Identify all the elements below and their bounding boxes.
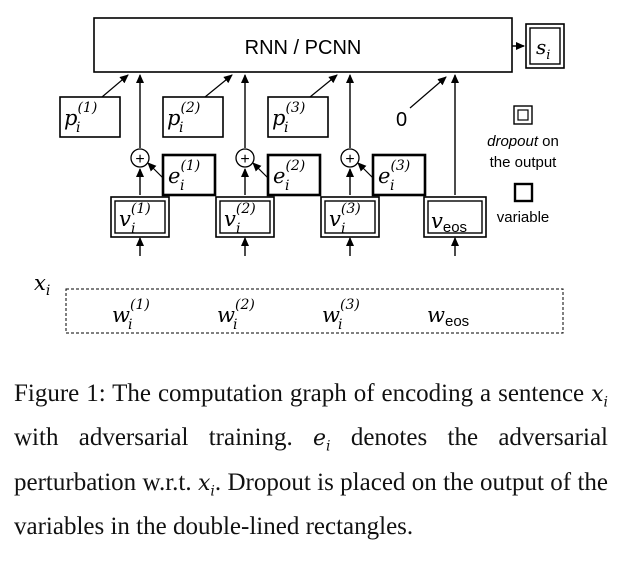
zero-label: 0 [396, 109, 407, 131]
legend-single-square [513, 182, 534, 203]
legend-variable-label: variable [497, 209, 550, 226]
legend: dropout on the output variable [487, 105, 559, 226]
position-1: p(1)i + e(1)i v(1)i w(1)i [59, 74, 217, 333]
computation-graph-diagram: RNN / PCNN si p(1)i + e(1)i v(1)i w [34, 17, 565, 334]
rnn-pcnn-box: RNN / PCNN [93, 17, 513, 73]
zero-arrow [409, 76, 447, 109]
caption-label: Figure 1: [14, 380, 106, 407]
v-2-box: v(2)i [215, 196, 275, 238]
output-s-box: si [525, 23, 565, 69]
e-1-box: e(1)i [161, 153, 217, 197]
p-1-label: p(1)i [64, 100, 97, 136]
v-2-label: v(2)i [224, 201, 256, 237]
p-2-box: p(2)i [162, 96, 224, 138]
plus-3-symbol: + [345, 151, 354, 168]
plus-1-symbol: + [135, 151, 144, 168]
v-eos-label: veos [431, 209, 467, 236]
p-1-box: p(1)i [59, 96, 121, 138]
e-2-label: e(2)i [273, 158, 305, 194]
sentence-x-label: xi [34, 271, 50, 299]
w-2-label: w(2)i [217, 297, 255, 333]
eos-column: veos weos [423, 74, 487, 330]
v-eos-box: veos [423, 196, 487, 238]
plus-3-node: + [340, 148, 360, 168]
position-3: p(3)i + e(3)i v(3)i w(3)i [267, 74, 427, 333]
v-3-label: v(3)i [329, 201, 361, 237]
p-3-label: p(3)i [272, 100, 305, 136]
rnn-pcnn-label: RNN / PCNN [245, 37, 362, 59]
e-1-label: e(1)i [168, 158, 200, 194]
w-1-label: w(1)i [112, 297, 150, 333]
legend-dropout-line2: the output [490, 154, 558, 171]
plus-2-symbol: + [240, 151, 249, 168]
sentence-dashed-box [65, 288, 564, 334]
w-eos-label: weos [427, 303, 469, 330]
e-2-box: e(2)i [266, 153, 322, 197]
p-3-box: p(3)i [267, 96, 329, 138]
position-2: p(2)i + e(2)i v(2)i w(2)i [162, 74, 322, 333]
v-1-box: v(1)i [110, 196, 170, 238]
e-3-label: e(3)i [378, 158, 410, 194]
p-2-label: p(2)i [167, 100, 200, 136]
legend-double-square [513, 105, 533, 125]
output-s-label: si [536, 35, 550, 63]
plus-1-node: + [130, 148, 150, 168]
e-3-box: e(3)i [371, 153, 427, 197]
v-1-label: v(1)i [119, 201, 151, 237]
v-3-box: v(3)i [320, 196, 380, 238]
plus-2-node: + [235, 148, 255, 168]
w-3-label: w(3)i [322, 297, 360, 333]
figure-caption: Figure 1: The computation graph of encod… [14, 380, 608, 541]
legend-dropout-line1: dropout on [487, 133, 559, 150]
